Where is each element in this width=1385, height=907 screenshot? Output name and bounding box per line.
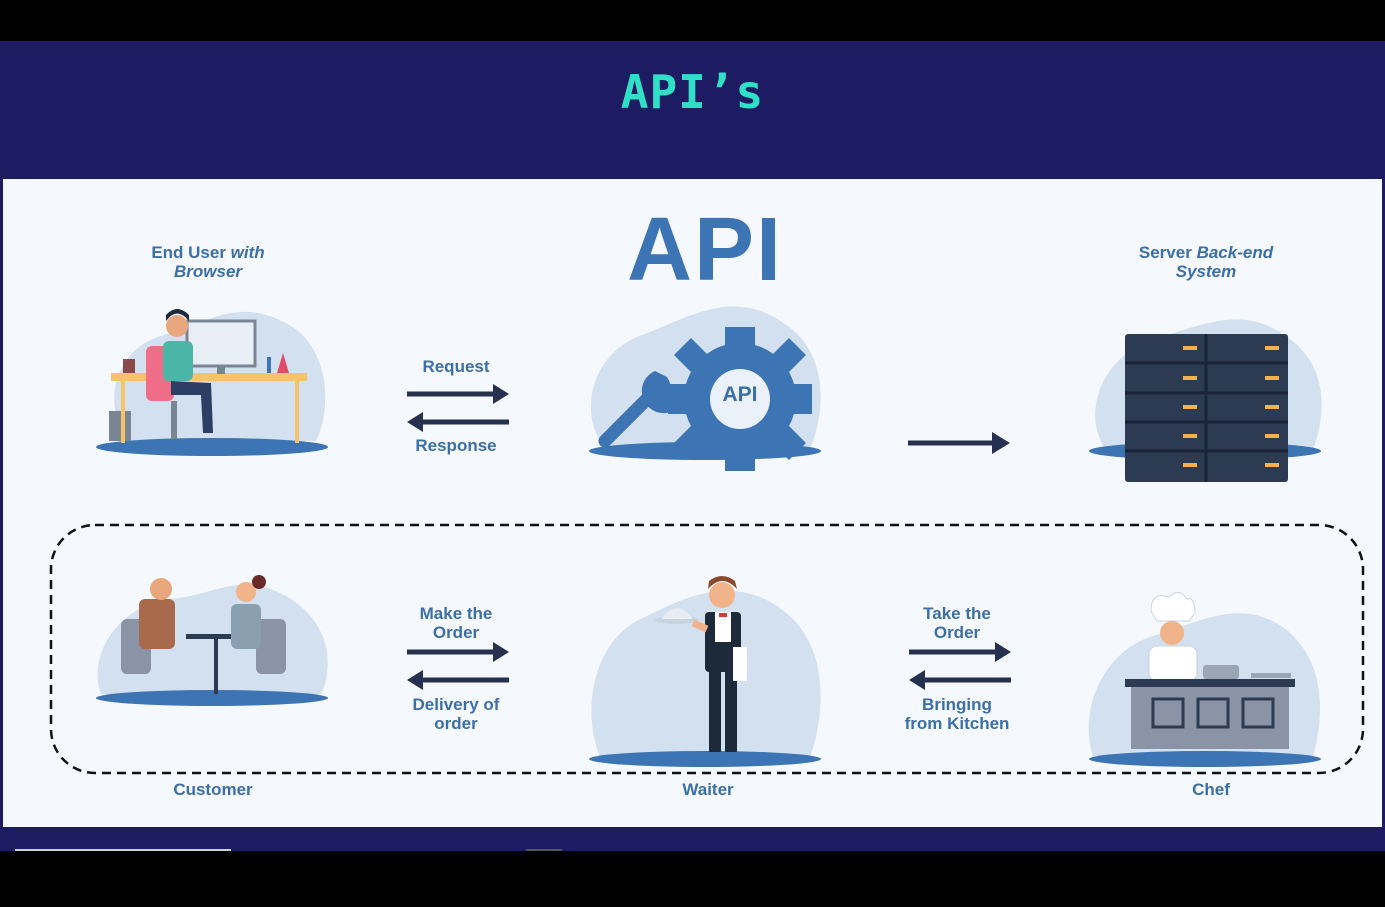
waiter-chef-arrows	[909, 642, 1011, 690]
analogy-dashed-box	[49, 523, 1365, 775]
response-label: Response	[415, 436, 497, 455]
chef-illustration	[1088, 592, 1321, 767]
gear-api-label: API	[722, 383, 758, 406]
customer-label: Customer	[173, 780, 253, 799]
api-heading: API	[626, 200, 784, 300]
progress-track	[15, 849, 231, 851]
chef-label: Chef	[1192, 780, 1230, 799]
request-label: Request	[422, 357, 490, 376]
end-user-illustration	[96, 309, 328, 456]
customer-waiter-arrows	[407, 642, 509, 690]
waiter-label: Waiter	[682, 780, 734, 799]
progress-marker	[526, 849, 562, 851]
customer-illustration	[96, 575, 328, 706]
slide-title: API’s	[620, 65, 765, 119]
server-arrow	[908, 432, 1010, 454]
server-illustration	[1089, 319, 1322, 482]
waiter-illustration	[589, 576, 821, 767]
api-gear-illustration	[589, 306, 821, 471]
request-response-arrows	[407, 384, 509, 432]
